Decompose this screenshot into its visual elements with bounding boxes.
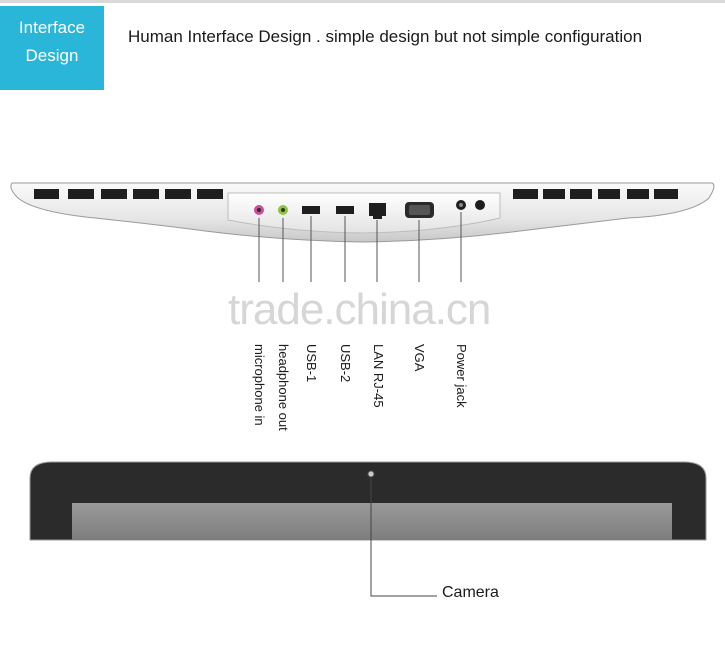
label-headphone-out: headphone out — [276, 344, 291, 431]
top-rule — [0, 0, 725, 3]
label-power-jack: Power jack — [454, 344, 469, 408]
device-side-view — [10, 182, 715, 282]
watermark: trade.china.cn — [228, 285, 491, 334]
screen — [72, 503, 672, 540]
mic-port — [254, 205, 264, 215]
usb-2-port — [336, 206, 354, 214]
power-port — [456, 200, 485, 210]
badge-line-2: Design — [25, 46, 79, 65]
label-vga: VGA — [412, 344, 427, 372]
headphone-port — [278, 205, 288, 215]
interface-design-badge: Interface Design — [0, 6, 104, 90]
label-microphone-in: microphone in — [252, 344, 267, 426]
camera-lens-icon — [367, 470, 375, 478]
badge-line-1: Interface — [18, 18, 86, 37]
label-usb-1: USB-1 — [304, 344, 319, 383]
vent-right — [513, 189, 678, 199]
leader-lines — [258, 212, 462, 282]
headline: Human Interface Design . simple design b… — [128, 27, 643, 46]
label-usb-2: USB-2 — [338, 344, 353, 383]
camera-leader-line — [370, 478, 437, 597]
vga-port — [405, 202, 434, 218]
label-lan-rj45: LAN RJ-45 — [371, 344, 386, 408]
monitor-front-view — [29, 461, 707, 597]
lan-port — [369, 203, 386, 219]
vent-left — [34, 189, 223, 199]
label-camera: Camera — [442, 584, 499, 601]
usb-1-port — [302, 206, 320, 214]
